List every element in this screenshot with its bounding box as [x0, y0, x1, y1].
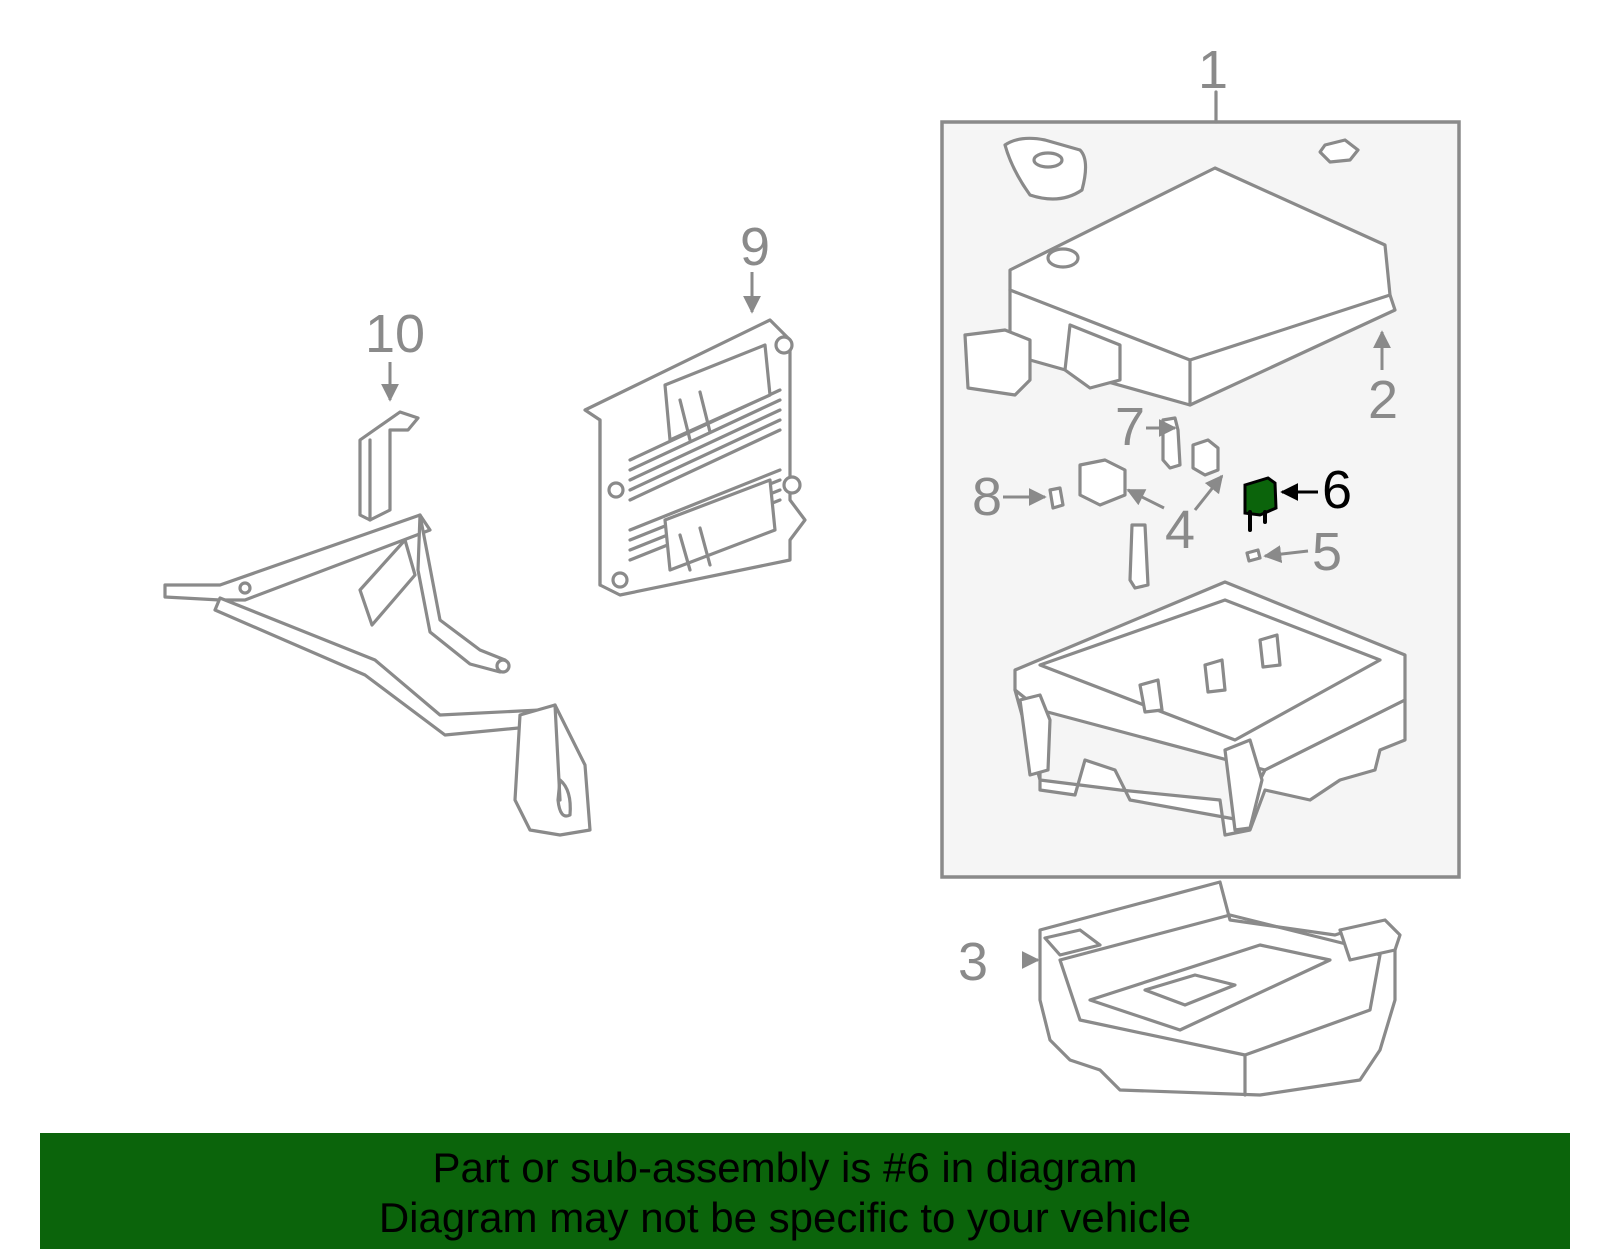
small-parts [1048, 416, 1262, 590]
highlighted-part-6 [1243, 476, 1278, 532]
callout-arrows [381, 272, 1391, 969]
bracket-part-10 [163, 410, 592, 837]
callout-2: 2 [1368, 370, 1398, 430]
callout-5: 5 [1312, 522, 1342, 582]
callout-10: 10 [365, 304, 425, 364]
lower-tray-part-3 [1038, 880, 1402, 1097]
fuse-box-lid-part-2 [963, 136, 1397, 407]
fuse-box-base [1013, 580, 1407, 837]
banner-line-1: Part or sub-assembly is #6 in diagram [432, 1144, 1138, 1191]
callout-6: 6 [1322, 460, 1352, 520]
callout-7: 7 [1115, 397, 1145, 457]
info-banner: Part or sub-assembly is #6 in diagram Di… [40, 1133, 1570, 1249]
banner-line-2: Diagram may not be specific to your vehi… [378, 1194, 1192, 1241]
callout-4: 4 [1165, 500, 1195, 560]
callout-3: 3 [958, 932, 988, 992]
callout-8: 8 [972, 467, 1002, 527]
callout-9: 9 [740, 217, 770, 277]
callout-1: 1 [1198, 40, 1228, 100]
control-module-part-9 [583, 318, 807, 597]
